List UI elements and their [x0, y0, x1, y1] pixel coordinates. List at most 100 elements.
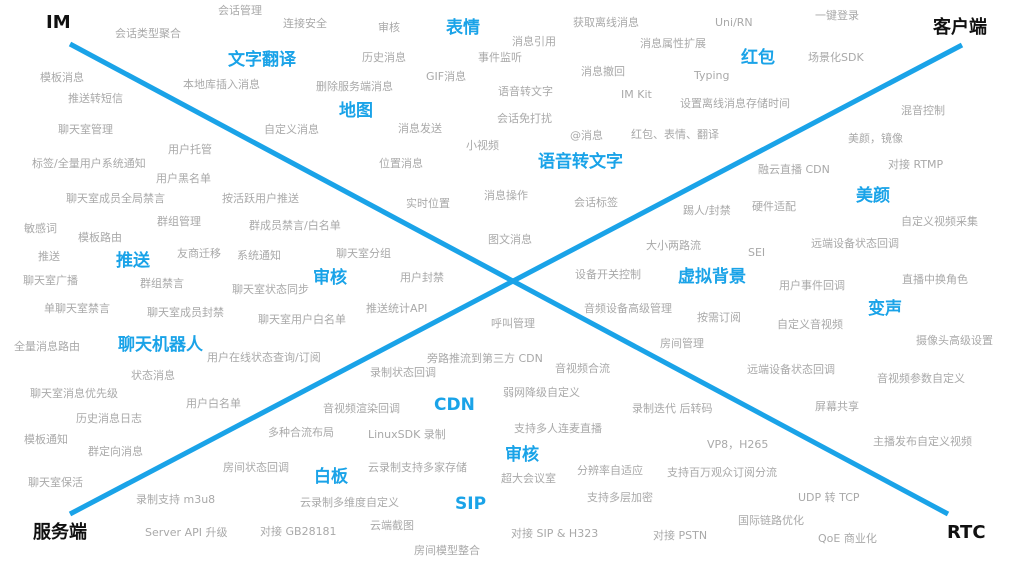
- feature-keyword: 大小两路流: [646, 239, 701, 252]
- feature-keyword: 屏幕共享: [815, 400, 859, 413]
- feature-keyword: 位置消息: [379, 157, 423, 170]
- feature-keyword: 群组禁言: [140, 277, 184, 290]
- feature-keyword: 踢人/封禁: [683, 204, 731, 217]
- feature-keyword: 用户黑名单: [156, 172, 211, 185]
- highlight-keyword: SIP: [455, 494, 487, 514]
- feature-keyword: 消息属性扩展: [640, 37, 706, 50]
- feature-keyword: Typing: [694, 69, 730, 82]
- feature-keyword: 按需订阅: [697, 311, 741, 324]
- feature-keyword: 会话标签: [574, 196, 618, 209]
- feature-keyword: 聊天室成员封禁: [147, 306, 224, 319]
- feature-keyword: 摄像头高级设置: [916, 334, 993, 347]
- feature-keyword: Uni/RN: [715, 16, 753, 29]
- feature-keyword: 连接安全: [283, 17, 327, 30]
- feature-keyword: 敏感词: [24, 222, 57, 235]
- feature-keyword: 模板消息: [40, 71, 84, 84]
- feature-keyword: 分辨率自适应: [577, 464, 643, 477]
- feature-keyword: 聊天室广播: [23, 274, 78, 287]
- feature-keyword: 云端截图: [370, 519, 414, 532]
- feature-keyword: 全量消息路由: [14, 340, 80, 353]
- feature-keyword: 会话免打扰: [497, 112, 552, 125]
- feature-keyword: 用户封禁: [400, 271, 444, 284]
- feature-keyword: 标签/全量用户系统通知: [32, 157, 146, 170]
- highlight-keyword: 红包: [741, 48, 775, 68]
- feature-keyword: 聊天室用户白名单: [258, 313, 346, 326]
- feature-keyword: 图文消息: [488, 233, 532, 246]
- highlight-keyword: 语音转文字: [538, 152, 623, 172]
- feature-keyword: 录制迭代 后转码: [632, 402, 713, 415]
- feature-keyword: 用户白名单: [186, 397, 241, 410]
- feature-keyword: 事件监听: [478, 51, 522, 64]
- feature-keyword: 模板路由: [78, 231, 122, 244]
- feature-keyword: 云录制支持多家存储: [368, 461, 467, 474]
- feature-keyword: 音频设备高级管理: [584, 302, 672, 315]
- feature-keyword: 远端设备状态回调: [747, 363, 835, 376]
- feature-keyword: 推送: [38, 250, 60, 263]
- feature-keyword: GIF消息: [426, 70, 467, 83]
- feature-keyword: Server API 升级: [145, 526, 228, 539]
- feature-keyword: 红包、表情、翻译: [631, 128, 719, 141]
- highlight-keyword: 美颜: [856, 186, 890, 206]
- feature-keyword: 消息引用: [512, 35, 556, 48]
- highlight-keyword: CDN: [434, 395, 475, 415]
- feature-keyword: @消息: [570, 129, 603, 142]
- feature-keyword: 语音转文字: [498, 85, 553, 98]
- feature-keyword: 呼叫管理: [491, 317, 535, 330]
- feature-keyword: 小视频: [466, 139, 499, 152]
- highlight-keyword: 白板: [314, 467, 348, 487]
- feature-keyword: 推送统计API: [366, 302, 428, 315]
- feature-keyword: 自定义视频采集: [901, 215, 978, 228]
- highlight-keyword: 虚拟背景: [678, 267, 746, 287]
- feature-keyword: VP8，H265: [707, 438, 769, 451]
- feature-keyword: 国际链路优化: [738, 514, 804, 527]
- feature-keyword: 多种合流布局: [268, 426, 334, 439]
- feature-keyword: 消息撤回: [581, 65, 625, 78]
- feature-keyword: 群组管理: [157, 215, 201, 228]
- feature-keyword: 融云直播 CDN: [758, 163, 830, 176]
- feature-keyword: 对接 GB28181: [260, 525, 337, 538]
- feature-keyword: 直播中换角色: [902, 273, 968, 286]
- feature-keyword: 本地库插入消息: [183, 78, 260, 91]
- feature-keyword: 聊天室分组: [336, 247, 391, 260]
- highlight-keyword: 聊天机器人: [118, 335, 203, 355]
- feature-keyword: 按活跃用户推送: [222, 192, 299, 205]
- feature-keyword: 超大会议室: [501, 472, 556, 485]
- feature-keyword: 删除服务端消息: [316, 80, 393, 93]
- feature-keyword: 房间管理: [660, 337, 704, 350]
- feature-keyword: 模板通知: [24, 433, 68, 446]
- feature-keyword: 审核: [378, 21, 400, 34]
- feature-keyword: 设备开关控制: [575, 268, 641, 281]
- feature-keyword: 房间模型整合: [414, 544, 480, 557]
- feature-keyword: 实时位置: [406, 197, 450, 210]
- feature-keyword: 旁路推流到第三方 CDN: [427, 352, 543, 365]
- feature-keyword: 音视频参数自定义: [877, 372, 965, 385]
- feature-keyword: UDP 转 TCP: [798, 491, 860, 504]
- feature-keyword: 聊天室状态同步: [232, 283, 309, 296]
- feature-keyword: SEI: [748, 246, 766, 259]
- feature-keyword: 消息操作: [484, 189, 528, 202]
- feature-keyword: 聊天室消息优先级: [30, 387, 118, 400]
- feature-keyword: 群成员禁言/白名单: [249, 219, 341, 232]
- feature-keyword: 聊天室保活: [28, 476, 83, 489]
- feature-keyword: 对接 PSTN: [653, 529, 708, 542]
- feature-keyword: 状态消息: [131, 369, 175, 382]
- feature-keyword: 音视频合流: [555, 362, 610, 375]
- feature-keyword: 对接 SIP & H323: [511, 527, 599, 540]
- corner-label-client: 客户端: [933, 17, 987, 38]
- feature-keyword: 友商迁移: [177, 247, 221, 260]
- highlight-keyword: 推送: [116, 251, 150, 271]
- feature-keyword: 支持百万观众订阅分流: [667, 466, 777, 479]
- line-im-to-rtc: [68, 41, 950, 517]
- feature-keyword: 自定义消息: [264, 123, 319, 136]
- feature-keyword: 支持多层加密: [587, 491, 653, 504]
- feature-keyword: 聊天室成员全局禁言: [66, 192, 165, 205]
- feature-keyword: 一键登录: [815, 9, 859, 22]
- feature-keyword: 单聊天室禁言: [44, 302, 110, 315]
- feature-keyword: 用户托管: [168, 143, 212, 156]
- feature-keyword: 混音控制: [901, 104, 945, 117]
- feature-keyword: 弱网降级自定义: [503, 386, 580, 399]
- feature-keyword: 会话类型聚合: [115, 27, 181, 40]
- feature-keyword: 主播发布自定义视频: [873, 435, 972, 448]
- highlight-keyword: 审核: [313, 268, 347, 288]
